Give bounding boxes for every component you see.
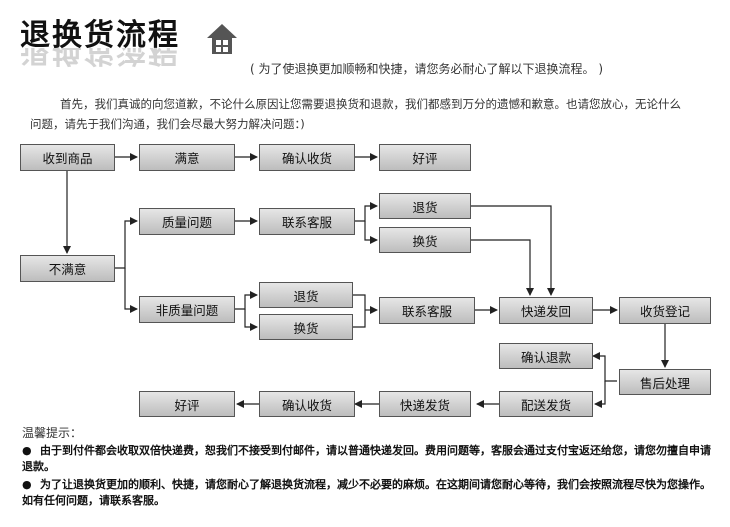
node-satisfied: 满意 (139, 144, 235, 171)
tip-2: ●为了让退换货更加的顺利、快捷，请您耐心了解退换货流程，减少不必要的麻烦。在这期… (22, 477, 712, 509)
house-icon (207, 24, 237, 54)
node-express-return: 快递发回 (499, 297, 593, 324)
node-return-1: 退货 (379, 193, 471, 219)
node-receipt-register: 收货登记 (619, 297, 711, 324)
node-exchange-1: 换货 (379, 227, 471, 253)
node-confirm-receipt-top: 确认收货 (259, 144, 355, 171)
node-express-ship: 快递发货 (379, 391, 471, 417)
node-quality-issue: 质量问题 (139, 208, 235, 235)
node-confirm-receipt-bottom: 确认收货 (259, 391, 355, 417)
node-good-review-bottom: 好评 (139, 391, 235, 417)
node-contact-service-2: 联系客服 (379, 297, 475, 324)
tips-title: 温馨提示： (22, 426, 83, 440)
bullet-icon: ● (22, 444, 32, 457)
tip-1: ●由于到付件都会收取双倍快递费，恕我们不接受到付邮件，请以普通快递发回。费用问题… (22, 443, 712, 475)
tip-2-text: 为了让退换货更加的顺利、快捷，请您耐心了解退换货流程，减少不必要的麻烦。在这期间… (22, 478, 711, 507)
page-title: 退换货流程 (20, 18, 180, 53)
node-confirm-refund: 确认退款 (499, 343, 593, 369)
node-good-review-top: 好评 (379, 144, 471, 171)
node-non-quality-issue: 非质量问题 (139, 296, 235, 323)
subtitle: ( 为了使退换更加顺畅和快捷，请您务必耐心了解以下退换流程。 ) (250, 62, 603, 76)
node-return-2: 退货 (259, 282, 353, 308)
intro-text: 首先，我们真诚的向您道歉，不论什么原因让您需要退换货和退款，我们都感到万分的遗憾… (30, 97, 681, 131)
bullet-icon: ● (22, 478, 32, 491)
node-unsatisfied: 不满意 (20, 255, 115, 282)
node-dispatch: 配送发货 (499, 391, 593, 417)
node-contact-service-1: 联系客服 (259, 208, 355, 235)
node-exchange-2: 换货 (259, 314, 353, 340)
tip-1-text: 由于到付件都会收取双倍快递费，恕我们不接受到付邮件，请以普通快递发回。费用问题等… (22, 444, 711, 473)
node-receive: 收到商品 (20, 144, 115, 171)
node-after-sales: 售后处理 (619, 369, 711, 395)
